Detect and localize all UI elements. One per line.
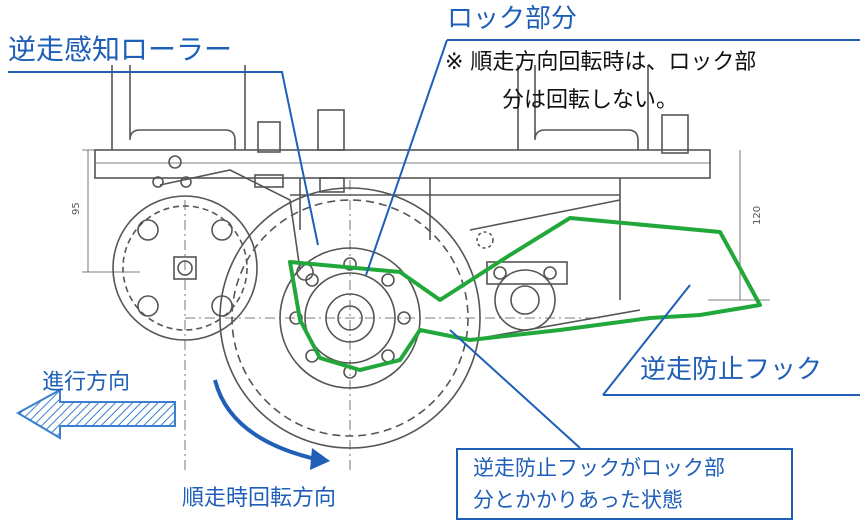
callout-lines <box>8 39 860 449</box>
travel-direction-arrow <box>15 388 176 440</box>
hook-label: 逆走防止フック <box>640 355 823 385</box>
travel-direction-label: 進行方向 <box>42 370 131 395</box>
rotation-arrow-head <box>310 448 330 470</box>
rotation-arrow-curve <box>213 379 321 462</box>
lock-part-label: ロック部分 <box>447 4 578 34</box>
state-callout-line-2: 分とかかりあった状態 <box>473 488 683 512</box>
roller-label: 逆走感知ローラー <box>8 33 233 66</box>
note-line-2: 分は回転しない。 <box>502 88 679 113</box>
main-wheel <box>184 180 600 470</box>
forward-rotation-label: 順走時回転方向 <box>182 486 337 511</box>
dimension-label-left: 95 <box>71 202 82 215</box>
state-callout-box <box>456 448 793 520</box>
lock-and-hook-outline <box>288 216 762 372</box>
sensing-roller <box>112 155 301 341</box>
mounting-frame <box>82 65 770 301</box>
note-line-1: ※ 順走方向回転時は、ロック部 <box>445 50 757 75</box>
hook-mechanism <box>469 199 641 341</box>
dimension-label-right: 120 <box>752 206 763 225</box>
state-callout-line-1: 逆走防止フックがロック部 <box>473 456 725 480</box>
